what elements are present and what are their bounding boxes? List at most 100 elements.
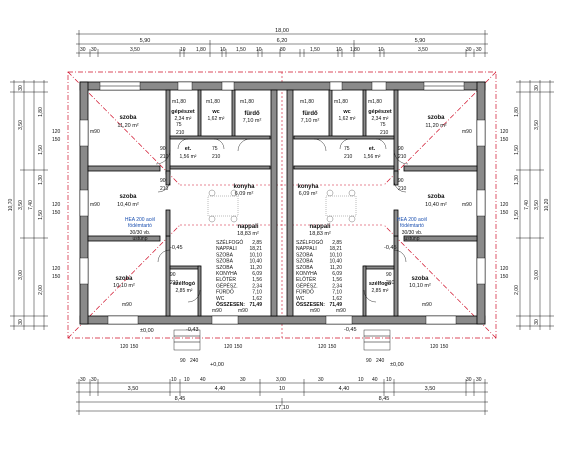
- area-table-room: NAPPALI: [216, 246, 237, 252]
- room-name: konyha: [297, 184, 319, 190]
- room-name: et.: [369, 146, 376, 152]
- dim-right-part-5: 2,00: [514, 285, 520, 295]
- room-name: nappali: [309, 224, 330, 230]
- opening-label: 90: [160, 146, 166, 152]
- dim-bot-part-5: 3,50: [425, 386, 436, 392]
- opening-label: 120: [52, 129, 61, 135]
- area-table-room: SZOBA: [216, 265, 234, 271]
- opening-label: 120: [318, 344, 327, 350]
- dim-top-d15: 30: [476, 47, 482, 53]
- right-dimension-lines: 10,20 3,50 7,40 3,50 3,00 2,00 1,80 1,50…: [514, 80, 554, 330]
- area-table-value: 1,56: [332, 277, 342, 283]
- room-area: 2,34 m²: [372, 116, 389, 122]
- opening-label: 210: [160, 154, 169, 160]
- dim-right-part-4: 3,00: [534, 270, 540, 280]
- opening-label: 150: [52, 210, 61, 216]
- room-area: 6,09 m²: [299, 191, 318, 197]
- area-table-value: 10,40: [329, 259, 342, 265]
- dim-left-total: 10,70: [8, 199, 14, 212]
- beam-note-right: 30/30 vb.: [402, 230, 423, 236]
- dim-bot-part-3: 10: [279, 386, 285, 392]
- room-name: szoba: [115, 276, 133, 282]
- opening-label: 150: [130, 344, 139, 350]
- room-area: 18,83 m²: [309, 231, 331, 237]
- area-table-value: 2,85: [252, 240, 262, 246]
- area-table-room: NAPPALI: [296, 246, 317, 252]
- room-labels-right: szoba 11,20 m² gépészet 2,34 m² wc 1,62 …: [297, 109, 447, 294]
- dim-left-d6: 1,30: [38, 175, 44, 185]
- dim-bot-half-2: 8,45: [379, 396, 390, 402]
- hea-note-right-sub: födémtartó: [400, 223, 424, 229]
- opening-label: m1,80: [172, 99, 186, 105]
- dim-top-part-2: 6,20: [277, 38, 288, 44]
- level-right-zero: ±0,00: [390, 362, 404, 368]
- area-table-value: 1,56: [252, 277, 262, 283]
- hea-note-left-sub: födémtartó: [128, 223, 152, 229]
- room-area: 11,20 m²: [117, 123, 138, 129]
- opening-label: m90: [422, 302, 432, 308]
- dim-right-d11: 30: [534, 319, 540, 325]
- dim-right-d5: 1,50: [514, 145, 520, 155]
- room-name: wc: [211, 109, 219, 115]
- room-area: 1,56 m²: [180, 154, 197, 160]
- entrance-steps: [173, 329, 391, 351]
- room-labels-left: szoba 11,20 m² gépészet 2,34 m² wc 1,62 …: [113, 109, 261, 294]
- opening-label: m1,80: [368, 99, 382, 105]
- area-table-value: 7,10: [252, 290, 262, 296]
- dim-left-part-4: 3,00: [18, 270, 24, 280]
- area-table-room: KONYHA: [296, 271, 318, 277]
- opening-label: 120: [500, 202, 509, 208]
- area-table-value: 2,34: [252, 283, 262, 289]
- opening-label: 210: [160, 186, 169, 192]
- area-table-room: SZÉLFOGÓ: [296, 239, 323, 246]
- room-area: 10,10 m²: [409, 283, 431, 289]
- dim-right-inner: 10,20: [544, 199, 550, 212]
- dim-bot-d4: 40: [200, 377, 206, 383]
- opening-label: 90: [180, 358, 186, 364]
- hea-note-right: HEA 200 acél: [397, 217, 427, 223]
- bottom-dimension-lines: 30 30 10 10 40 30 3,00 30 10 40 10 30 30…: [76, 377, 488, 415]
- dim-right-part-2: 7,40: [524, 200, 530, 210]
- kitchen-table-right: [325, 189, 357, 223]
- area-table-room: SZOBA: [216, 252, 234, 258]
- area-table-value: 10,40: [249, 259, 262, 265]
- area-table-value: 6,09: [332, 271, 342, 277]
- roof-outline: [67, 71, 497, 339]
- opening-label: 150: [500, 210, 509, 216]
- dim-right-d4: 1,80: [514, 107, 520, 117]
- dim-bot-part-4: 4,40: [339, 386, 350, 392]
- dim-left-part-3: 3,50: [18, 200, 24, 210]
- level-right-minus045b: -0,45: [344, 327, 357, 333]
- area-table-room: SZÉLFOGÓ: [216, 239, 243, 246]
- opening-label: m90: [90, 129, 100, 135]
- room-name: szoba: [427, 194, 445, 200]
- dim-bot-d0: 30: [80, 377, 86, 383]
- area-table-value: 11,20: [250, 265, 262, 271]
- room-name: szélfogó: [369, 281, 392, 287]
- top-dimension-lines: 18,00 5,90 6,20 5,90 30 30 3,50 10 1,80 …: [76, 28, 488, 57]
- opening-label: m90: [310, 308, 320, 314]
- opening-label: 210: [380, 130, 389, 136]
- dim-top-d14: 30: [466, 47, 472, 53]
- area-table-value: 1,62: [252, 296, 262, 302]
- dim-right-part-1: 3,50: [534, 200, 540, 210]
- area-table-room: SZOBA: [296, 252, 314, 258]
- dim-top-d7: 10: [256, 47, 262, 53]
- opening-label: 150: [52, 137, 61, 143]
- opening-label: 150: [500, 137, 509, 143]
- opening-label: 120: [224, 344, 233, 350]
- opening-label: 90: [170, 272, 176, 278]
- room-area: 1,56 m²: [364, 154, 381, 160]
- room-area: 7,10 m²: [243, 118, 262, 124]
- area-table-value: 7,10: [332, 290, 342, 296]
- area-table-room: KONYHA: [216, 271, 238, 277]
- dim-bot-d12: 30: [476, 377, 482, 383]
- room-name: fürdő: [302, 111, 318, 117]
- opening-label: m90: [462, 202, 472, 208]
- dim-bot-d1: 30: [91, 377, 97, 383]
- area-table-value: 11,20: [330, 265, 342, 271]
- dim-left-d4: 1,80: [38, 107, 44, 117]
- area-table-room: WC: [296, 296, 305, 302]
